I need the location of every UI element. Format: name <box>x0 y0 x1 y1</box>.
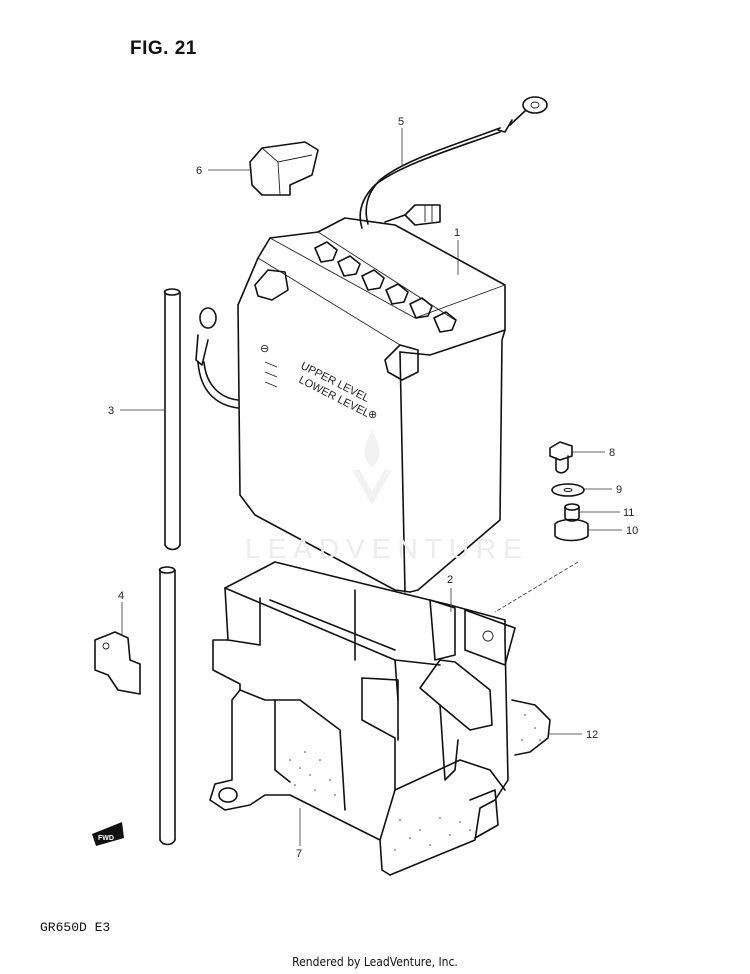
part-6-terminal-cover <box>249 141 319 196</box>
callout-3: 3 <box>108 405 165 417</box>
svg-text:9: 9 <box>616 484 622 496</box>
part-10-grommet <box>554 518 589 542</box>
part-11-collar <box>564 503 580 522</box>
svg-text:8: 8 <box>609 447 615 459</box>
svg-text:⊕: ⊕ <box>368 409 377 421</box>
svg-text:7: 7 <box>296 848 302 860</box>
callout-11: 11 <box>579 507 634 519</box>
part-1-battery: ⊖ ⊕ <box>237 217 506 593</box>
fwd-arrow-icon: FWD <box>92 822 124 846</box>
part-8-bolt <box>549 441 573 474</box>
callout-9: 9 <box>584 484 622 496</box>
watermark-text: LEADVENTURE <box>245 533 529 564</box>
render-credit: Rendered by LeadVenture, Inc. <box>292 955 458 969</box>
svg-text:12: 12 <box>586 729 598 741</box>
svg-text:⊖: ⊖ <box>260 343 269 355</box>
svg-text:FWD: FWD <box>98 835 114 842</box>
watermark-logo <box>352 430 392 505</box>
svg-text:11: 11 <box>623 507 634 519</box>
svg-text:1: 1 <box>454 227 460 239</box>
callout-1: 1 <box>454 227 460 275</box>
svg-text:4: 4 <box>118 590 124 602</box>
callout-4: 4 <box>118 590 124 636</box>
part-12-pad <box>511 699 551 756</box>
svg-text:2: 2 <box>447 574 453 586</box>
callout-6: 6 <box>196 165 252 177</box>
model-code: GR650D E3 <box>40 920 111 935</box>
svg-text:3: 3 <box>108 405 114 417</box>
part-4-clamp <box>94 631 141 695</box>
callout-8: 8 <box>572 447 615 459</box>
svg-text:6: 6 <box>196 165 202 177</box>
part-7-battery-case <box>209 561 516 876</box>
callout-2: 2 <box>447 574 453 612</box>
svg-text:5: 5 <box>398 116 404 128</box>
part-5-lead <box>359 96 548 229</box>
callout-10: 10 <box>588 525 638 537</box>
figure-title: FIG. 21 <box>130 38 197 59</box>
battery-negative-lead <box>195 307 239 409</box>
mount-leader <box>494 561 579 613</box>
part-3-breather-tube <box>158 288 181 846</box>
part-9-washer <box>551 483 585 497</box>
callout-7: 7 <box>296 808 302 860</box>
svg-text:10: 10 <box>626 525 638 537</box>
callout-5: 5 <box>398 116 404 166</box>
callout-12: 12 <box>548 729 598 741</box>
